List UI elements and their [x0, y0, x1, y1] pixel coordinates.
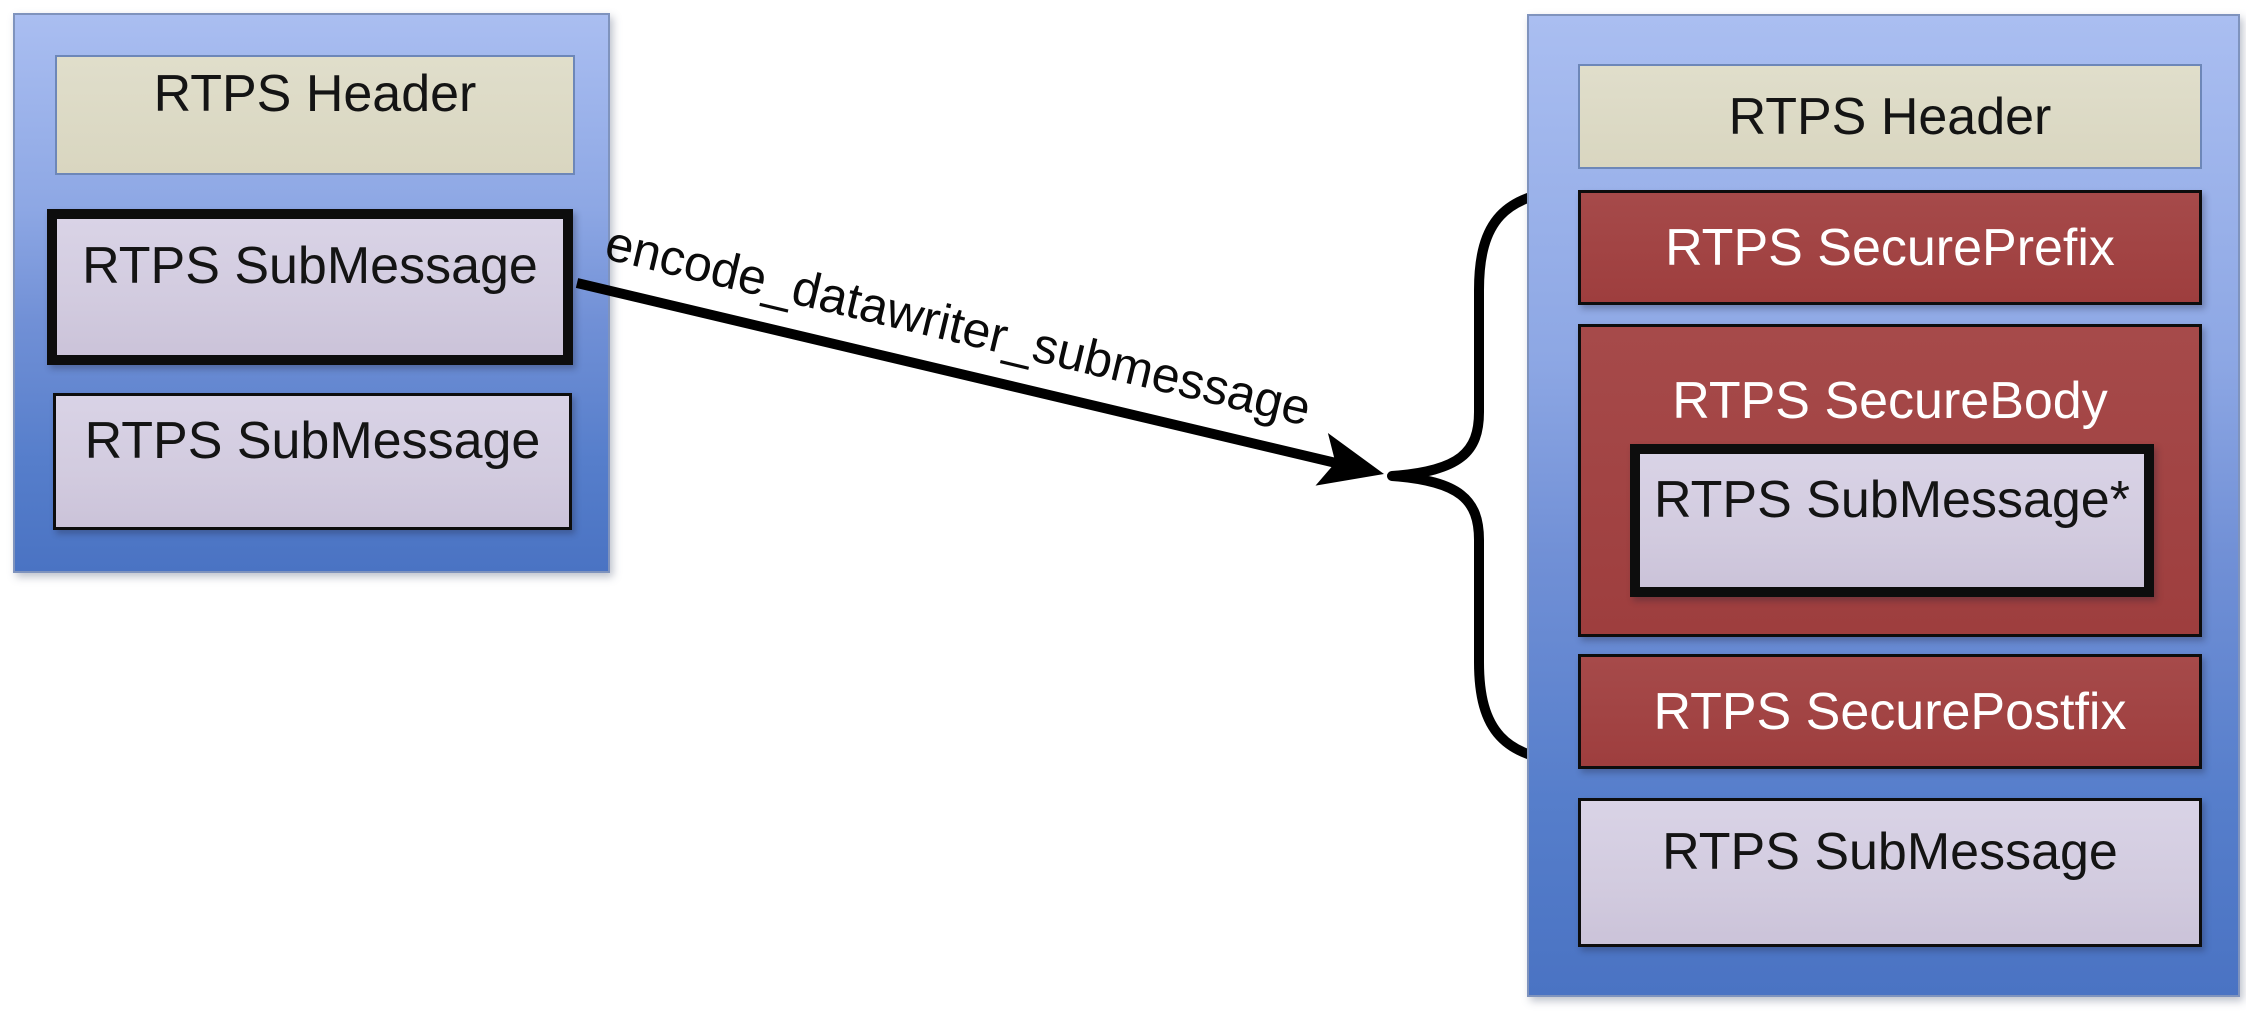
rtps-securepostfix-label: RTPS SecurePostfix — [1653, 682, 2127, 741]
rtps-securepostfix-block: RTPS SecurePostfix — [1578, 654, 2202, 769]
right-rtps-header-block: RTPS Header — [1578, 64, 2202, 169]
plain-rtps-message-panel: RTPS Header RTPS SubMessage RTPS SubMess… — [13, 13, 610, 573]
rtps-secureprefix-label: RTPS SecurePrefix — [1665, 218, 2115, 277]
left-rtps-header-label: RTPS Header — [153, 65, 477, 123]
left-rtps-submessage-label: RTPS SubMessage — [84, 411, 541, 470]
rtps-secureprefix-block: RTPS SecurePrefix — [1578, 190, 2202, 305]
rtps-submessage-starred-label: RTPS SubMessage* — [1654, 470, 2130, 529]
left-rtps-submessage-highlighted-block: RTPS SubMessage — [47, 209, 573, 365]
rtps-securebody-block: RTPS SecureBody RTPS SubMessage* — [1578, 324, 2202, 637]
rtps-securebody-label: RTPS SecureBody — [1672, 372, 2108, 430]
encode-arrow-head — [1315, 433, 1384, 486]
encode-arrow-label: encode_datawriter_submessage — [600, 214, 1317, 437]
secured-rtps-message-panel: RTPS Header RTPS SecurePrefix RTPS Secur… — [1527, 14, 2240, 997]
right-rtps-submessage-block: RTPS SubMessage — [1578, 798, 2202, 947]
right-rtps-header-label: RTPS Header — [1728, 87, 2052, 146]
left-rtps-submessage-highlighted-label: RTPS SubMessage — [82, 237, 538, 295]
rtps-submessage-starred-block: RTPS SubMessage* — [1630, 444, 2154, 597]
left-rtps-header-block: RTPS Header — [55, 55, 575, 175]
right-rtps-submessage-label: RTPS SubMessage — [1662, 822, 2118, 881]
left-rtps-submessage-block: RTPS SubMessage — [53, 393, 572, 530]
